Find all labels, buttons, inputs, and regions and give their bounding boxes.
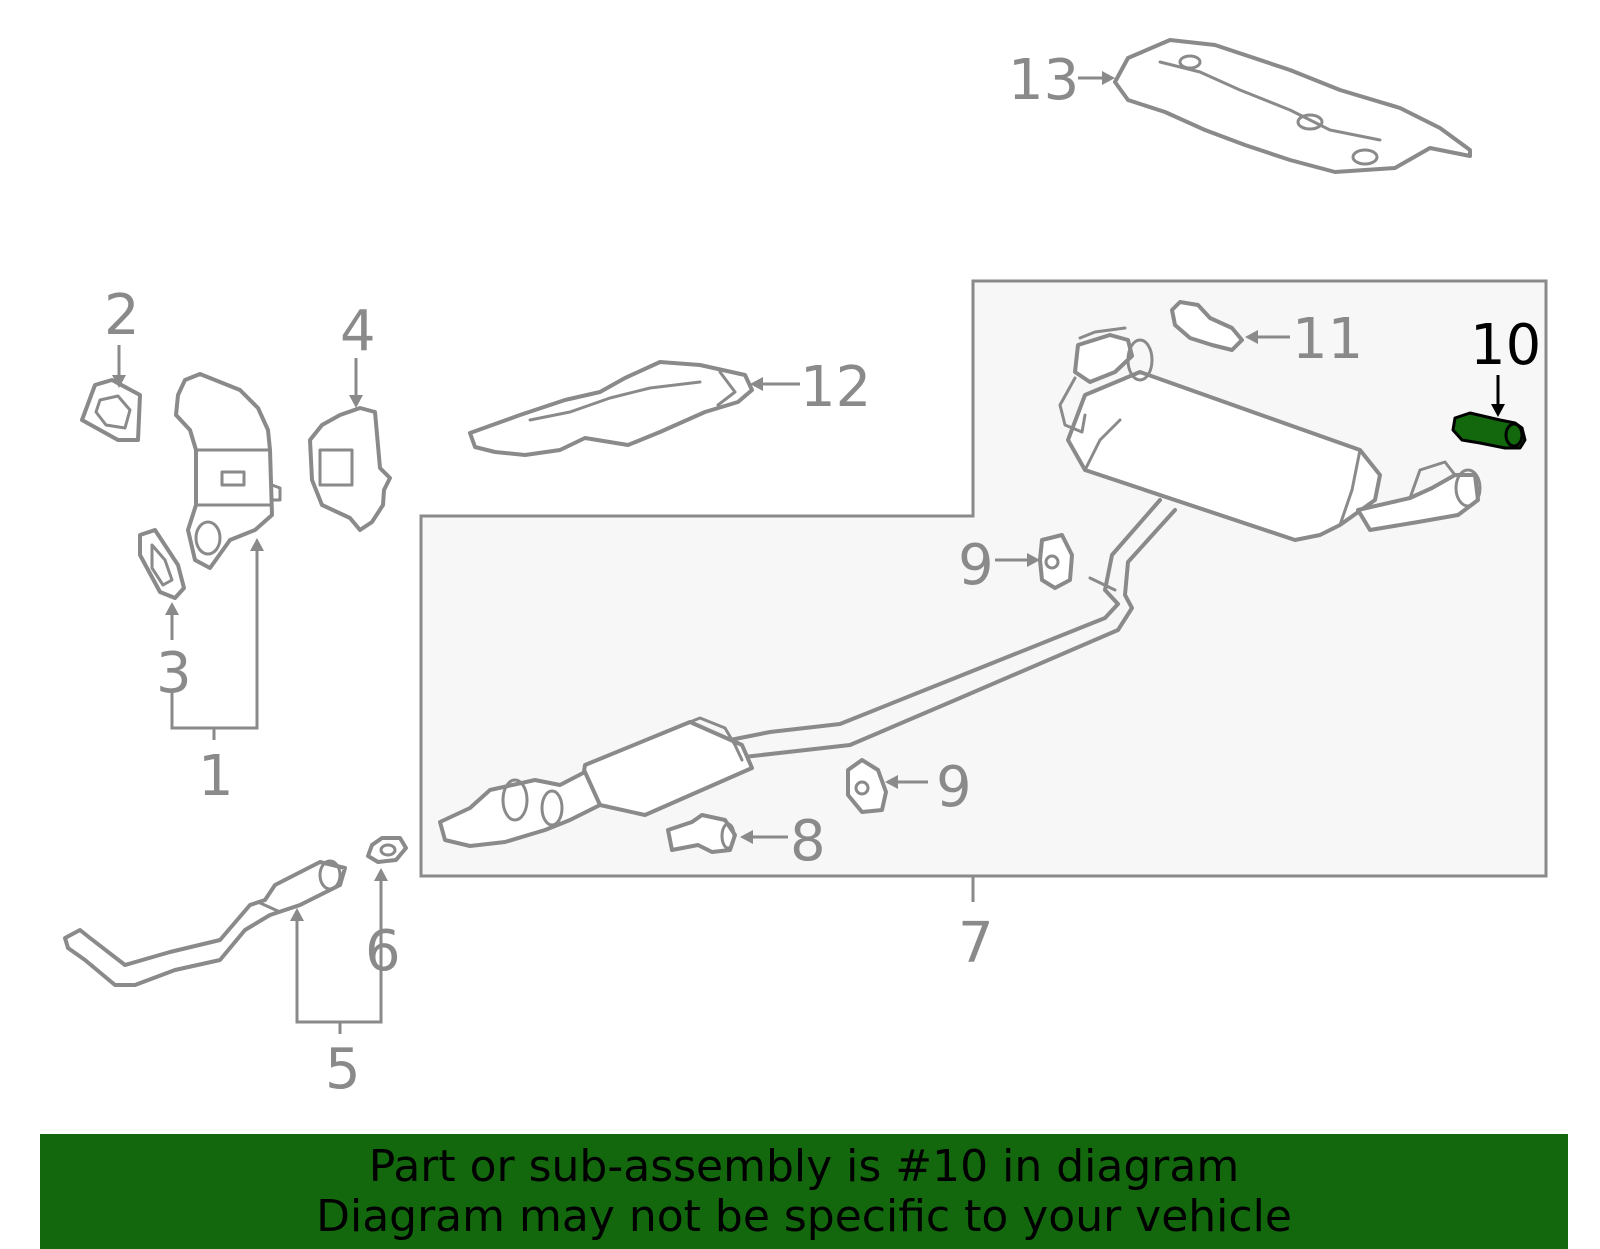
part-5-front-pipe[interactable] — [63, 859, 347, 987]
part-6-gasket[interactable] — [366, 836, 408, 864]
part-9-insulator-upper[interactable] — [1038, 533, 1074, 590]
callout-11: 11 — [1292, 307, 1363, 372]
callout-10: 10 — [1470, 313, 1541, 378]
callout-3: 3 — [156, 641, 192, 706]
callout-12: 12 — [800, 355, 871, 420]
part-4-heat-shield[interactable] — [308, 406, 392, 532]
part-12-heat-shield[interactable] — [468, 360, 754, 457]
banner-line-1: Part or sub-assembly is #10 in diagram — [368, 1141, 1240, 1192]
info-banner: Part or sub-assembly is #10 in diagram D… — [40, 1134, 1568, 1249]
callout-8: 8 — [790, 809, 826, 874]
callout-5: 5 — [325, 1037, 361, 1102]
callout-9-upper: 9 — [958, 533, 994, 598]
callout-2: 2 — [104, 283, 140, 348]
part-1-catalytic-converter[interactable] — [174, 372, 282, 570]
callout-9-lower: 9 — [936, 755, 972, 820]
banner-line-2: Diagram may not be specific to your vehi… — [316, 1191, 1292, 1242]
part-10-highlighted[interactable] — [1451, 411, 1527, 450]
callout-7: 7 — [958, 911, 994, 976]
part-8-clamp[interactable] — [666, 813, 737, 854]
callout-1: 1 — [198, 744, 234, 809]
part-2-gasket[interactable] — [80, 378, 142, 442]
part-3-gasket[interactable] — [138, 528, 186, 600]
part-13-heat-shield[interactable] — [1113, 38, 1472, 174]
callout-4: 4 — [340, 299, 376, 364]
part-7-exhaust-system[interactable] — [438, 326, 1482, 848]
callout-6: 6 — [365, 919, 401, 984]
callout-13: 13 — [1008, 48, 1079, 113]
part-11-bracket[interactable] — [1170, 300, 1244, 352]
leader-lines — [112, 71, 1505, 1034]
part-9-insulator-lower[interactable] — [846, 758, 888, 814]
